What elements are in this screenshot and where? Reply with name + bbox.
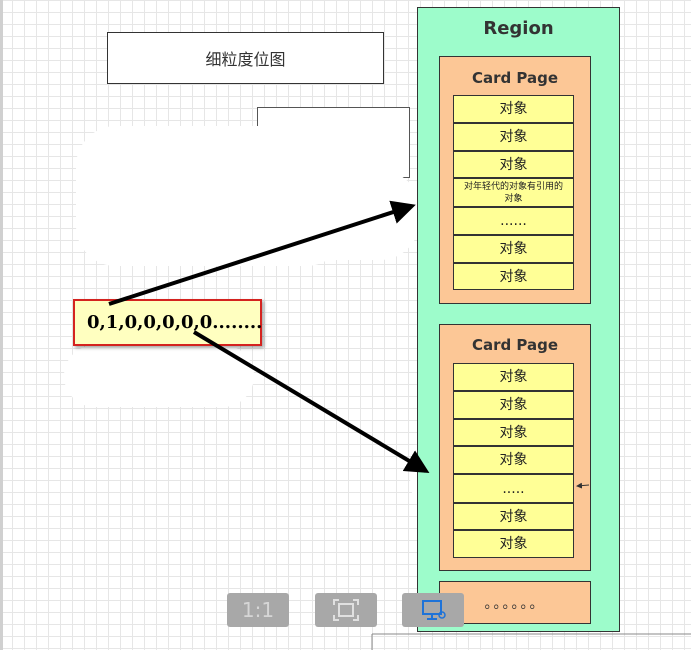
diagram-title-text: 细粒度位图 — [205, 50, 286, 69]
card-page-2-cell-ellipsis[interactable]: ..... — [453, 474, 574, 503]
screenshot-icon — [422, 600, 446, 620]
canvas-left-edge — [0, 0, 3, 650]
fit-to-window-button[interactable] — [315, 593, 377, 627]
card-page-2-cell[interactable]: 对象 — [453, 363, 574, 391]
arrow-to-card-page-2 — [192, 330, 430, 474]
card-page-1-cell-referenced[interactable]: 对年轻代的对象有引用的对象 — [453, 178, 574, 207]
card-page-1-cell[interactable]: 对象 — [453, 151, 574, 178]
card-page-1-cell[interactable]: 对象 — [453, 123, 574, 151]
zoom-actual-size-button[interactable]: 1:1 — [227, 593, 289, 627]
diagram-title-box[interactable]: 细粒度位图 — [107, 32, 384, 84]
screenshot-tool-button[interactable] — [402, 593, 464, 627]
more-card-pages-text: 。。。。。。 — [484, 595, 546, 612]
card-page-1-cell[interactable]: 对象 — [453, 263, 574, 290]
region-title: Region — [483, 18, 554, 39]
bitmap-box[interactable]: 0,1,0,0,0,0,0........ — [73, 299, 262, 346]
card-page-2-cell[interactable]: 对象 — [453, 419, 574, 446]
arrow-to-card-page-1 — [108, 200, 416, 306]
card-page-2-cell[interactable]: 对象 — [453, 503, 574, 530]
card-page-1-cell-ellipsis[interactable]: ...... — [453, 207, 574, 235]
fit-window-icon — [333, 599, 359, 621]
card-page-2-cell[interactable]: 对象 — [453, 530, 574, 558]
card-page-2-cell[interactable]: 对象 — [453, 446, 574, 474]
more-card-pages[interactable]: 。。。。。。 — [439, 581, 591, 624]
bitmap-text: 0,1,0,0,0,0,0........ — [87, 312, 263, 333]
card-page-1-cell[interactable]: 对象 — [453, 95, 574, 123]
card-page-1-title: Card Page — [471, 69, 559, 87]
card-page-2-title: Card Page — [471, 336, 559, 354]
zoom-actual-size-label: 1:1 — [241, 598, 275, 622]
card-page-1-cell[interactable]: 对象 — [453, 235, 574, 263]
card-page-2-cell[interactable]: 对象 — [453, 391, 574, 419]
small-pointer-arrow — [576, 482, 590, 489]
whiteout-patch-bottom — [64, 345, 254, 407]
